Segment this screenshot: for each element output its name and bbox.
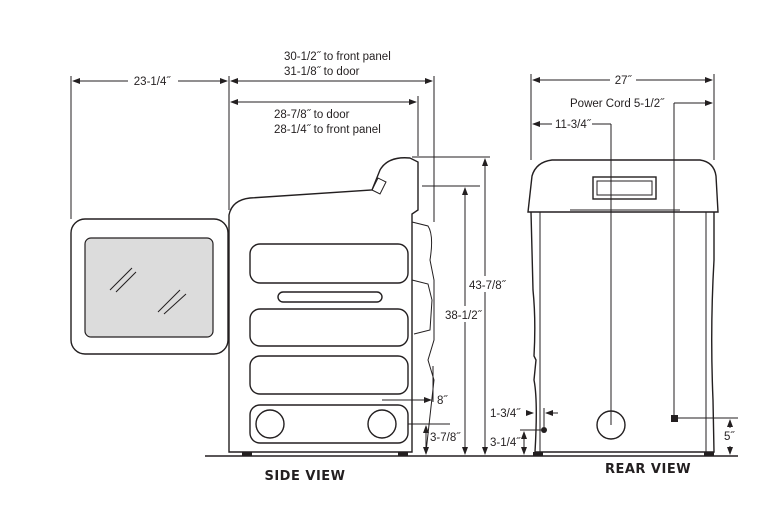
rear-width-label: 27˝ bbox=[615, 75, 633, 87]
door-window bbox=[84, 237, 214, 338]
depth-door-inner-label: 28-7/8˝ to door bbox=[274, 109, 350, 121]
cord-height-label: 5˝ bbox=[724, 431, 735, 443]
cabinet-height-label: 38-1/2˝ bbox=[445, 310, 483, 322]
door-width-label: 23-1/4˝ bbox=[134, 76, 172, 88]
exhaust-offset-label: 11-3/4˝ bbox=[555, 119, 592, 131]
total-height-label: 43-7/8˝ bbox=[469, 280, 507, 292]
power-cord-label: Power Cord 5-1/2˝ bbox=[570, 98, 665, 110]
depth-front-panel-label: 30-1/2˝ to front panel bbox=[284, 51, 391, 63]
rear-view-title: REAR VIEW bbox=[605, 462, 691, 477]
dryer-side-body bbox=[228, 157, 435, 456]
side-view-title: SIDE VIEW bbox=[264, 469, 345, 484]
depth-door-label: 31-1/8˝ to door bbox=[284, 66, 360, 78]
open-door bbox=[70, 218, 229, 355]
dryer-rear-body bbox=[527, 159, 719, 456]
exhaust-bottom-label: 3-7/8˝ bbox=[430, 432, 461, 444]
rear-dimensions: 27˝ Power Cord 5-1/2˝ 11-3/4˝ 1-3/4˝ 3-1… bbox=[490, 74, 738, 477]
depth-front-panel-inner-label: 28-1/4˝ to front panel bbox=[274, 124, 381, 136]
gas-offset-label: 1-3/4˝ bbox=[490, 408, 521, 420]
gas-height-label: 3-1/4˝ bbox=[490, 437, 521, 449]
exhaust-height-label: 8˝ bbox=[437, 395, 448, 407]
side-dimensions: 23-1/4˝ 30-1/2˝ to front panel 31-1/8˝ t… bbox=[70, 51, 507, 484]
